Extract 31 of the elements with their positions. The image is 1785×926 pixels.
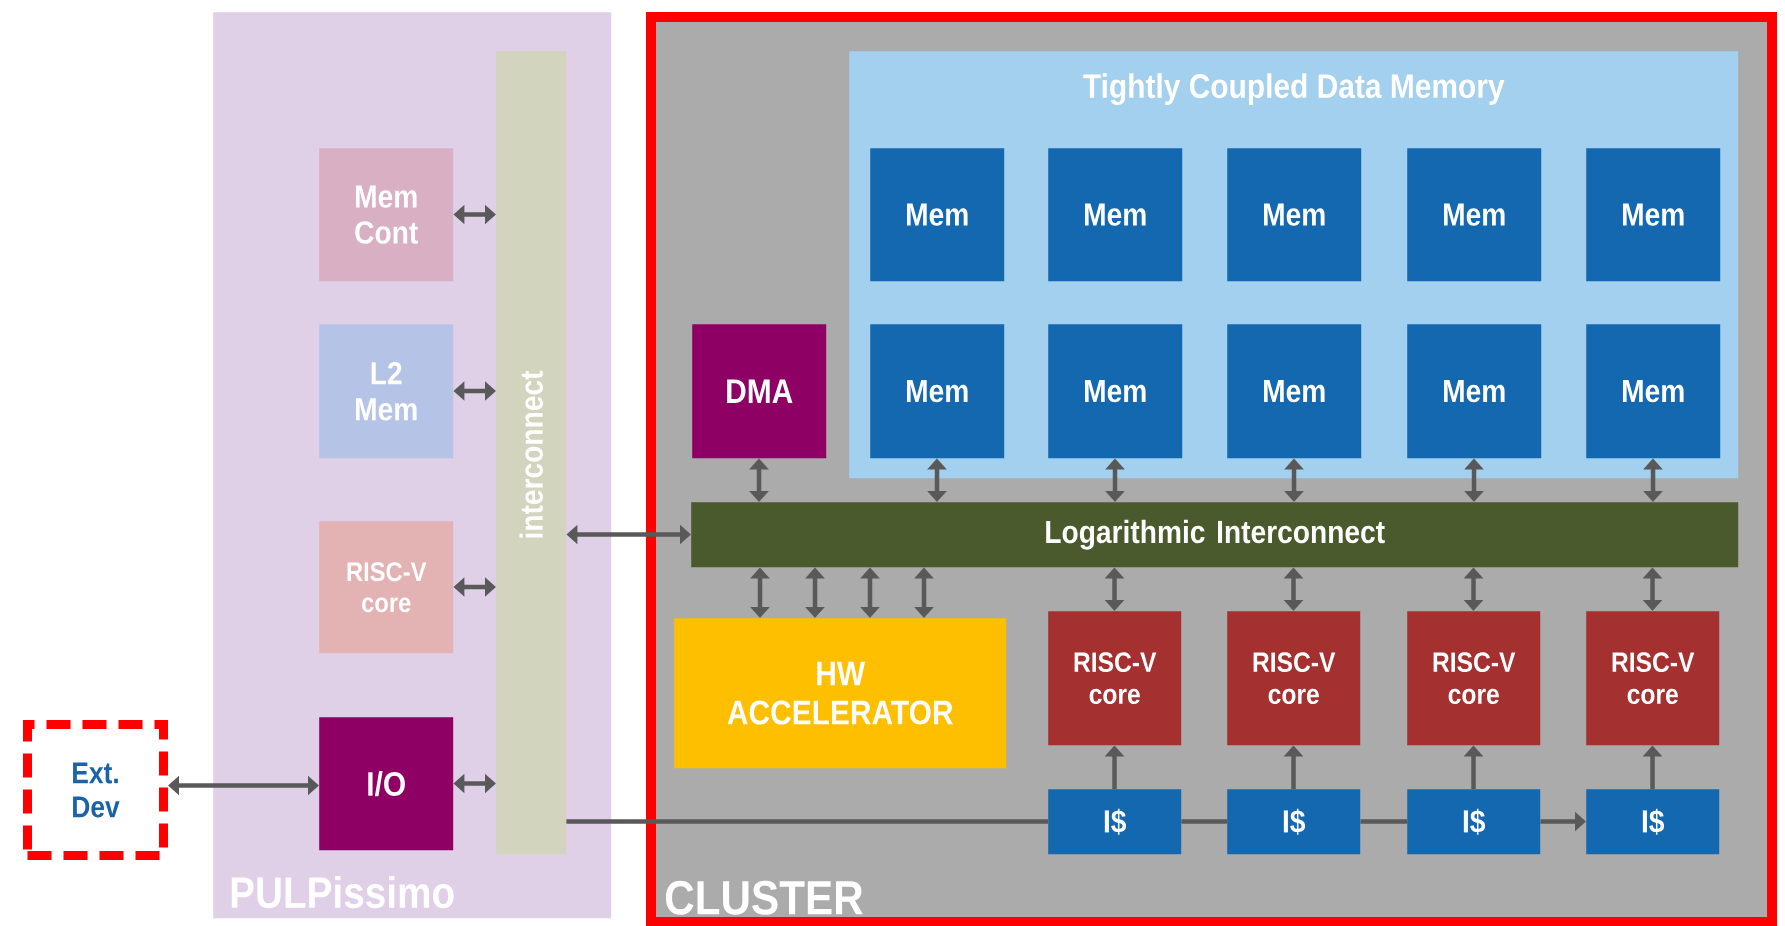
connector-line	[1181, 819, 1227, 824]
connector-line	[1360, 819, 1407, 824]
memory-block: Mem	[1407, 324, 1542, 459]
cache-box: I$	[1048, 789, 1182, 855]
memory-block: Mem	[1407, 148, 1542, 282]
interconnect-bar: Logarithmic Interconnect	[691, 502, 1739, 568]
dma-box: DMA	[692, 324, 827, 459]
memory-block: Mem	[1586, 148, 1721, 282]
memory-block: Mem	[1586, 324, 1721, 459]
memory-controller-box: Mem Cont	[319, 148, 454, 282]
memory-block: Mem	[1227, 148, 1362, 282]
cache-box: I$	[1407, 789, 1541, 855]
core-box: RISC-V core	[1407, 611, 1541, 746]
external-device-box: Ext. Dev	[23, 720, 168, 860]
memory-block: Mem	[870, 148, 1005, 282]
memory-block: Mem	[1048, 324, 1183, 459]
core-box: RISC-V core	[1048, 611, 1182, 746]
memory-box: L2 Mem	[319, 324, 454, 459]
arrow	[168, 775, 319, 796]
core-box: RISC-V core	[1586, 611, 1720, 746]
memory-block: Mem	[870, 324, 1005, 459]
connector-line	[566, 819, 1048, 824]
core-box: RISC-V core	[319, 521, 454, 654]
io-box: I/O	[319, 717, 454, 851]
memory-block: Mem	[1048, 148, 1183, 282]
memory-block: Mem	[1227, 324, 1362, 459]
cache-box: I$	[1227, 789, 1361, 855]
core-box: RISC-V core	[1227, 611, 1361, 746]
cache-box: I$	[1586, 789, 1720, 855]
accelerator-box: HW ACCELERATOR	[674, 618, 1007, 769]
interconnect-bar: interconnect	[496, 51, 567, 855]
